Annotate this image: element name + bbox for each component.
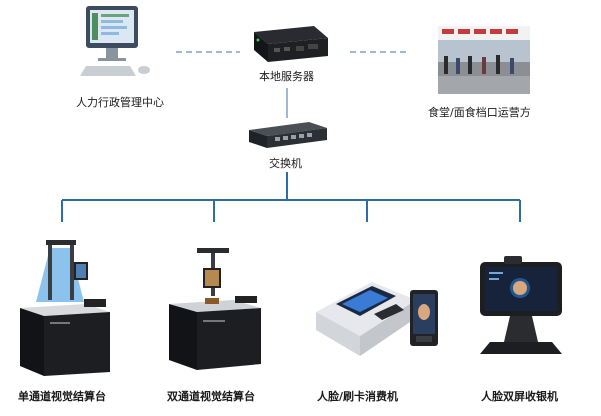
canteen-operator-label: 食堂/面食档口运营方 — [428, 106, 531, 119]
switch-label: 交换机 — [269, 157, 302, 170]
local-server-label: 本地服务器 — [259, 70, 314, 83]
single-channel-label: 单通道视觉结算台 — [18, 390, 106, 403]
face-dual-screen-cashier — [480, 256, 562, 354]
hr-center-label: 人力行政管理中心 — [76, 96, 164, 109]
server-box-icon — [254, 26, 328, 62]
desktop-computer-icon — [80, 6, 150, 76]
face-card-pos-label: 人脸/刷卡消费机 — [317, 390, 399, 403]
dual-channel-kiosk — [169, 248, 261, 370]
canteen-photo — [438, 26, 530, 94]
face-card-pos — [316, 282, 438, 356]
network-switch-icon — [249, 122, 327, 148]
face-cashier-label: 人脸双屏收银机 — [481, 390, 558, 403]
single-channel-kiosk — [20, 240, 110, 376]
dual-channel-label: 双通道视觉结算台 — [167, 390, 255, 403]
